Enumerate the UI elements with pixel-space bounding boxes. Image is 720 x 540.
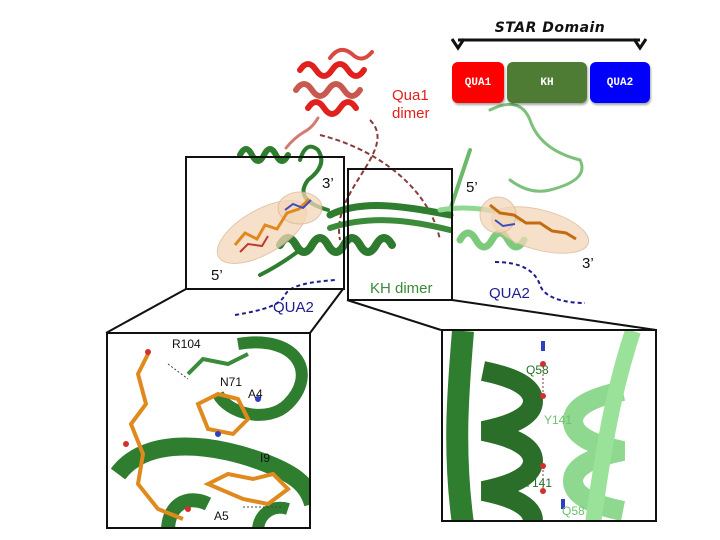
- residue-label-i9: I9: [260, 451, 271, 465]
- rna-right-3prime-label: 3’: [582, 255, 594, 272]
- qua1-dimer-helices: [284, 47, 374, 150]
- rna-right-5prime-label: 5’: [466, 179, 478, 196]
- residue-label-q58-dark: Q58: [526, 363, 549, 377]
- qua2-right-label: QUA2: [489, 285, 530, 302]
- qua2-left-label: QUA2: [273, 299, 314, 316]
- domain-box-qua1: QUA1: [452, 62, 504, 103]
- star-domain-bracket-arrow: [450, 38, 648, 51]
- residue-label-q58-light: Q58: [562, 504, 585, 518]
- qua1-dimer-label-line1: Qua1: [392, 87, 429, 104]
- star-domain-title: STAR Domain: [494, 20, 606, 36]
- residue-label-y141-dark: Y141: [524, 476, 553, 490]
- rna-left-5prime-label: 5’: [211, 267, 223, 284]
- domain-box-qua2: QUA2: [590, 62, 650, 103]
- rna-right: [479, 196, 590, 254]
- domain-label-qua2: QUA2: [606, 76, 634, 89]
- left-rna-binding-highlight-box: [185, 156, 345, 290]
- dimer-interface-detail-illustration: [446, 331, 641, 520]
- rna-left: [216, 191, 323, 264]
- residue-label-n71: N71: [220, 375, 243, 389]
- residue-label-r104: R104: [172, 337, 201, 351]
- domain-label-qua1: QUA1: [464, 76, 492, 89]
- inset-kh-dimer-interface: Q58 Y141 Y141 Q58: [441, 329, 657, 522]
- domain-box-kh: KH: [507, 62, 587, 103]
- residue-label-a4: A4: [248, 387, 263, 401]
- qua1-dimer-label-line2: dimer: [392, 105, 430, 122]
- rna-left-3prime-label: 3’: [322, 175, 334, 192]
- domain-label-kh: KH: [540, 76, 554, 89]
- kh-monomer-left: [237, 144, 454, 277]
- rna-contact-detail-illustration: [110, 336, 309, 527]
- kh-dimer-highlight-box: [347, 168, 453, 301]
- residue-label-y141-light: Y141: [544, 413, 573, 427]
- residue-label-a5: A5: [214, 509, 229, 523]
- inset-rna-recognition: R104 N71 A4 I9 A5: [106, 332, 311, 529]
- kh-dimer-label: KH dimer: [370, 280, 433, 297]
- zoom-connector-lines: [105, 288, 657, 334]
